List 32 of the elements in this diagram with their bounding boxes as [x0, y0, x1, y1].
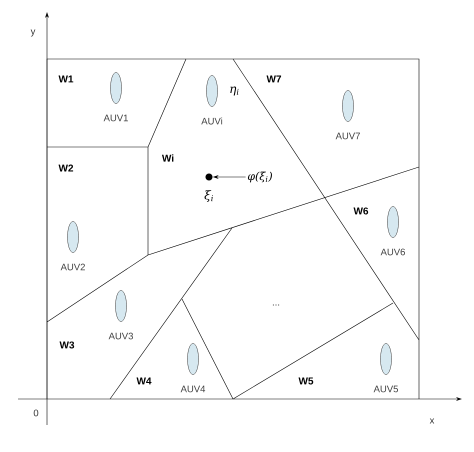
formula-label: φ(ξ$_{i}$): [248, 172, 272, 182]
region-label: W2: [58, 164, 74, 172]
auv-ellipse: [187, 343, 199, 375]
auv-ellipse: [387, 206, 399, 238]
formula-label: ξ$_{i}$: [204, 190, 213, 202]
auv-ellipse: [110, 72, 122, 104]
auv-label: AUV1: [104, 114, 128, 122]
auv-label: AUV6: [380, 248, 405, 256]
region-label: W1: [58, 76, 74, 82]
auv-label: AUV5: [374, 386, 398, 392]
axis-label: y: [30, 30, 36, 36]
auv-ellipse: [380, 343, 392, 375]
auv-label: AUV7: [336, 132, 360, 140]
auv-label: AUV3: [108, 332, 133, 340]
axis-label: x: [430, 418, 434, 424]
region-label: W6: [354, 207, 368, 215]
auv-ellipse: [115, 290, 127, 322]
axis-label: ...: [272, 304, 280, 306]
region-label: W7: [266, 76, 282, 82]
region-label: W3: [60, 341, 74, 349]
axis-label: 0: [34, 410, 38, 416]
auv-label: AUV4: [180, 386, 206, 392]
point-dot: [206, 174, 212, 180]
auv-ellipse: [342, 90, 354, 122]
auv-label: AUV2: [60, 264, 85, 270]
region-label: W4: [136, 378, 152, 384]
auv-ellipse: [206, 75, 218, 107]
auv-ellipse: [67, 221, 79, 253]
formula-label: η$_{i}$: [230, 86, 239, 96]
auv-label: AUVi: [201, 118, 222, 124]
region-label: Wi: [162, 154, 174, 162]
region-label: W5: [298, 378, 314, 384]
